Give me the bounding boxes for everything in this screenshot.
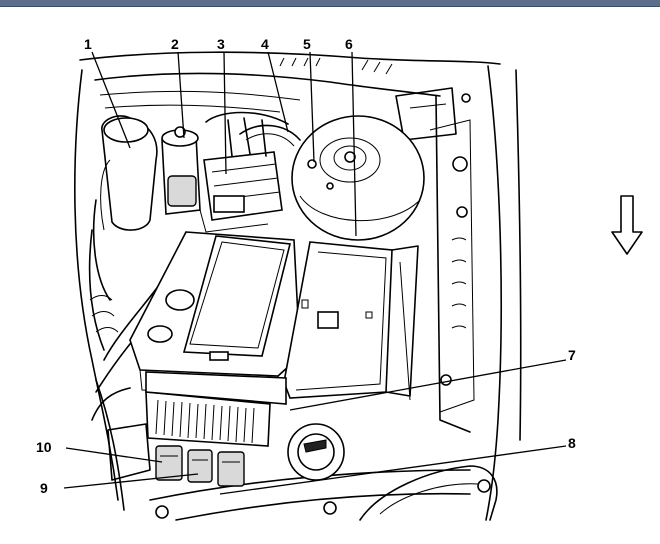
- callout-7: 7: [568, 347, 576, 363]
- down-arrow-icon: [611, 195, 643, 255]
- leader-lines: [63, 51, 567, 495]
- callout-2: 2: [171, 36, 179, 52]
- callout-10: 10: [36, 439, 52, 455]
- callouts: 1 2 3 4 5 6 7 8 9 10: [36, 36, 576, 496]
- cowl-ribs: [279, 57, 393, 75]
- callout-3: 3: [217, 36, 225, 52]
- ecm-fins: [155, 399, 255, 444]
- battery-box: [129, 231, 301, 397]
- callout-5: 5: [303, 36, 311, 52]
- callout-8: 8: [568, 435, 576, 451]
- callout-9: 9: [40, 480, 48, 496]
- callout-1: 1: [84, 36, 92, 52]
- callout-6: 6: [345, 36, 353, 52]
- engine-bay-linework: [74, 51, 522, 521]
- callout-4: 4: [261, 36, 269, 52]
- ecm-module: [145, 371, 287, 487]
- window-top-bar: [0, 0, 660, 7]
- fuse-block: [283, 241, 419, 401]
